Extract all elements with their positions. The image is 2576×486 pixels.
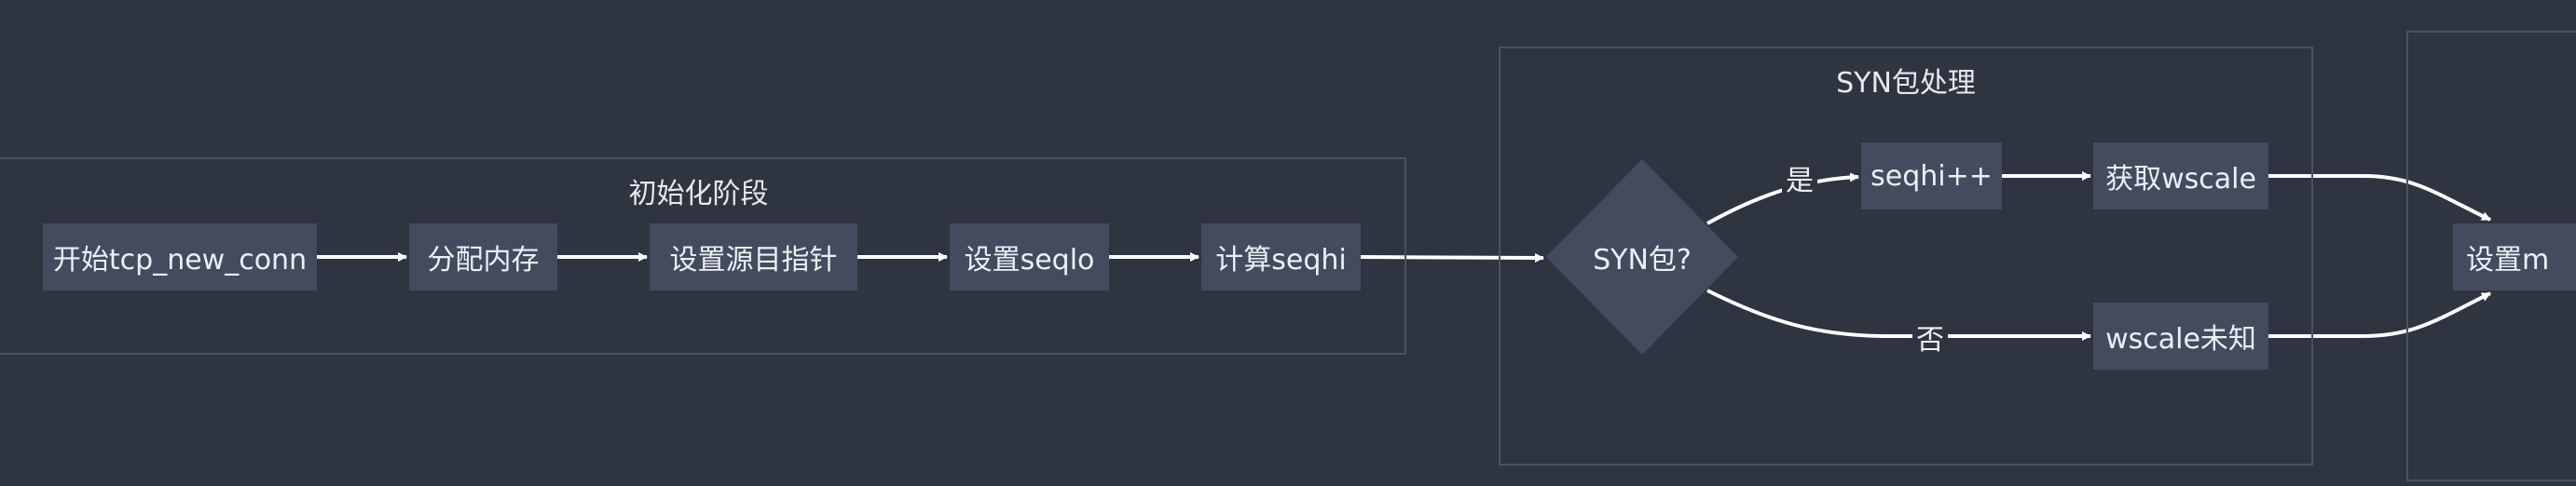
node-start[interactable]: 开始tcp_new_conn [43,223,317,290]
edge-calc-seqhi-to-syn-check [1360,252,1544,263]
cluster-init: 初始化阶段 [0,157,1406,355]
edge-label-no: 否 [1912,324,1948,358]
cluster-syn-label: SYN包处理 [1836,67,1976,100]
cluster-right [2406,31,2576,481]
node-syn-check-diamond[interactable] [1546,159,1738,355]
node-get-wscale[interactable]: 获取wscale [2093,142,2268,209]
node-calc-seqhi[interactable]: 计算seqhi [1201,223,1361,290]
edge-syn-check-to-wscale-unknown [1706,289,2091,341]
node-set-m[interactable]: 设置m [2453,223,2576,290]
node-wscale-unknown[interactable]: wscale未知 [2093,303,2268,370]
edge-label-yes: 是 [1782,165,1817,198]
cluster-init-label: 初始化阶段 [628,178,769,210]
node-set-addr[interactable]: 设置源目指针 [650,223,857,290]
edge-wscale-unknown-to-set-m [2268,291,2491,338]
cluster-syn: SYN包处理 [1499,47,2313,466]
edge-get-wscale-to-set-m [2268,174,2491,222]
node-set-seqlo[interactable]: 设置seqlo [950,223,1109,290]
node-alloc[interactable]: 分配内存 [409,223,557,290]
node-seqhi-inc[interactable]: seqhi++ [1861,142,2002,209]
node-syn-check-label: SYN包? [1593,244,1692,277]
